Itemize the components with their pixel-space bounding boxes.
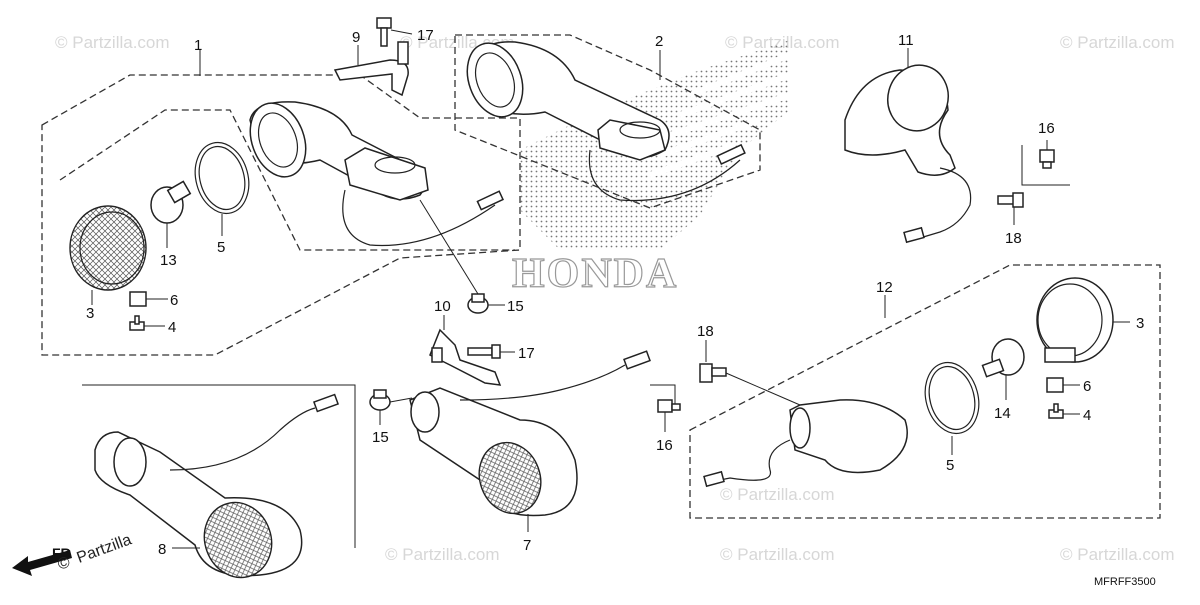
gasket-5-left xyxy=(194,141,250,215)
bulb-13 xyxy=(150,180,192,224)
watermark-copyright-symbol: © xyxy=(56,554,73,574)
callout-18-upper: 18 xyxy=(1005,230,1022,247)
honda-logo-text: HONDA xyxy=(512,251,678,297)
lens-3-left xyxy=(69,205,147,291)
watermark-text: © Partzilla.com xyxy=(725,33,840,52)
bolt-18-upper xyxy=(997,192,1024,208)
callout-2: 2 xyxy=(655,33,663,50)
callout-18-lower: 18 xyxy=(697,323,714,340)
callout-14: 14 xyxy=(994,405,1011,422)
callout-15-lower: 15 xyxy=(372,429,389,446)
group-12-boundary xyxy=(689,264,1161,519)
watermark-text: © Partzilla.com xyxy=(720,545,835,564)
screw-16-upper xyxy=(1039,149,1055,169)
front-direction-arrow-icon: FR xyxy=(12,545,72,576)
group-2-boundary xyxy=(454,34,761,209)
bracket-10 xyxy=(429,328,502,386)
callout-16-lower: 16 xyxy=(656,437,673,454)
group-1-inner-boundary xyxy=(59,109,515,251)
callout-16-upper: 16 xyxy=(1038,120,1055,137)
callout-17-lower: 17 xyxy=(518,345,535,362)
callout-4-left: 4 xyxy=(168,319,176,336)
callout-1: 1 xyxy=(194,37,202,54)
turn-signal-assembly-12 xyxy=(703,399,908,488)
turn-signal-assembly-8 xyxy=(94,393,340,579)
callout-12: 12 xyxy=(876,279,893,296)
callout-6-left: 6 xyxy=(170,292,178,309)
bolt-18-lower xyxy=(699,363,727,383)
svg-text:© Partzilla: © Partzilla xyxy=(56,531,134,573)
diagram-code: MFRFF3500 xyxy=(1094,576,1156,588)
watermark-text: © Partzilla.com xyxy=(55,33,170,52)
nut-6-right xyxy=(1046,377,1064,393)
watermark-text: © Partzilla.com xyxy=(1060,545,1175,564)
callout-10: 10 xyxy=(434,298,451,315)
callout-8: 8 xyxy=(158,541,166,558)
callout-7: 7 xyxy=(523,537,531,554)
callout-15-upper: 15 xyxy=(507,298,524,315)
front-arrow-label: FR xyxy=(52,545,71,561)
callout-4-right: 4 xyxy=(1083,407,1091,424)
lens-3-right xyxy=(1036,277,1114,363)
callout-3-right: 3 xyxy=(1136,315,1144,332)
turn-signal-assembly-1 xyxy=(249,101,504,247)
nut-6-left xyxy=(129,291,147,307)
watermark-text: © Partzilla.com xyxy=(385,545,500,564)
bracket-9 xyxy=(333,41,409,97)
gasket-5-right xyxy=(924,361,980,435)
callout-leaders xyxy=(91,29,1130,549)
screw-16-lower xyxy=(657,399,681,413)
partzilla-watermark: © Partzilla xyxy=(56,531,134,573)
turn-signal-assembly-11 xyxy=(844,64,972,244)
callout-5-right: 5 xyxy=(946,457,954,474)
bolt-17-upper xyxy=(376,17,392,47)
bulb-14 xyxy=(981,338,1025,378)
watermark-text: © Partzilla.com xyxy=(720,485,835,504)
grommet-15-lower xyxy=(369,389,391,411)
callout-17-upper: 17 xyxy=(417,27,434,44)
callout-13: 13 xyxy=(160,252,177,269)
screw-4-right xyxy=(1048,403,1064,419)
callout-9: 9 xyxy=(352,29,360,46)
watermark-site-name: Partzilla xyxy=(75,531,134,566)
callout-5-left: 5 xyxy=(217,239,225,256)
callout-11: 11 xyxy=(898,32,914,49)
callout-6-right: 6 xyxy=(1083,378,1091,395)
watermark-group: © Partzilla.com © Partzilla.com © Partzi… xyxy=(55,33,1175,564)
turn-signal-assembly-7 xyxy=(409,350,651,517)
screw-4-left xyxy=(129,315,145,331)
callout-labels: 1 2 3 3 4 4 5 5 6 6 7 8 9 10 11 12 13 14… xyxy=(86,27,1144,558)
grommet-15-upper xyxy=(467,293,489,314)
watermark-text: © Partzilla.com xyxy=(1060,33,1175,52)
bolt-17-lower xyxy=(467,344,501,359)
turn-signal-assembly-2 xyxy=(466,41,746,202)
callout-3-left: 3 xyxy=(86,305,94,322)
